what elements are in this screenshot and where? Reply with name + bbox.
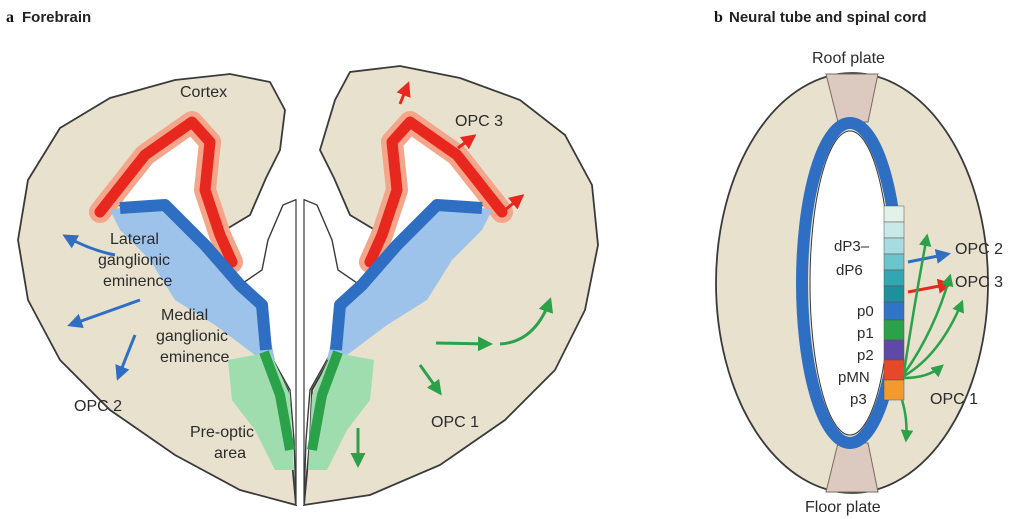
neural-tube-diagram: Roof plate Floor plate dP3– dP6 p0 p1 p2… — [716, 50, 1003, 516]
domain-p3 — [884, 380, 904, 400]
progenitor-domains — [884, 206, 904, 400]
label-dp6: dP6 — [836, 262, 863, 279]
domain-p0 — [884, 286, 904, 302]
label-opc1-forebrain: OPC 1 — [431, 414, 479, 431]
label-opc2-forebrain: OPC 2 — [74, 398, 122, 415]
domain-dp6 — [884, 254, 904, 270]
domain-p1 — [884, 302, 904, 320]
panel-b-letter: b — [714, 9, 723, 26]
label-poa-2: area — [214, 445, 246, 462]
label-p0: p0 — [857, 303, 874, 320]
label-lge-3: eminence — [103, 273, 172, 290]
panel-a-heading: a Forebrain — [6, 9, 91, 26]
label-p3: p3 — [850, 391, 867, 408]
label-pmn: pMN — [838, 369, 870, 386]
label-floor-plate: Floor plate — [805, 499, 881, 516]
domain-p2b — [884, 340, 904, 360]
label-p1: p1 — [857, 325, 874, 342]
label-lge-2: ganglionic — [98, 252, 170, 269]
label-opc1-spinal: OPC 1 — [930, 391, 978, 408]
label-opc2-spinal: OPC 2 — [955, 241, 1003, 258]
domain-p2 — [884, 320, 904, 340]
panel-a-letter: a — [6, 9, 14, 26]
central-canal — [810, 131, 890, 435]
panel-a-title: Forebrain — [22, 9, 91, 26]
label-mge-1: Medial — [161, 307, 208, 324]
label-mge-2: ganglionic — [156, 328, 228, 345]
label-roof-plate: Roof plate — [812, 50, 885, 67]
label-lge-1: Lateral — [110, 231, 159, 248]
domain-p0a — [884, 270, 904, 286]
label-dp3: dP3– — [834, 238, 870, 255]
forebrain-diagram: Cortex OPC 3 Lateral ganglionic eminence… — [18, 66, 598, 505]
domain-pmn — [884, 360, 904, 380]
domain-dp3 — [884, 206, 904, 222]
label-opc3-spinal: OPC 3 — [955, 274, 1003, 291]
opc1-arrow — [436, 343, 490, 344]
panel-b-heading: b Neural tube and spinal cord — [714, 9, 927, 26]
panel-b-title: Neural tube and spinal cord — [729, 9, 927, 26]
domain-dp4 — [884, 222, 904, 238]
label-poa-1: Pre-optic — [190, 424, 254, 441]
label-cortex: Cortex — [180, 84, 227, 101]
label-opc3-forebrain: OPC 3 — [455, 113, 503, 130]
label-mge-3: eminence — [160, 349, 229, 366]
domain-dp5 — [884, 238, 904, 254]
label-p2: p2 — [857, 347, 874, 364]
